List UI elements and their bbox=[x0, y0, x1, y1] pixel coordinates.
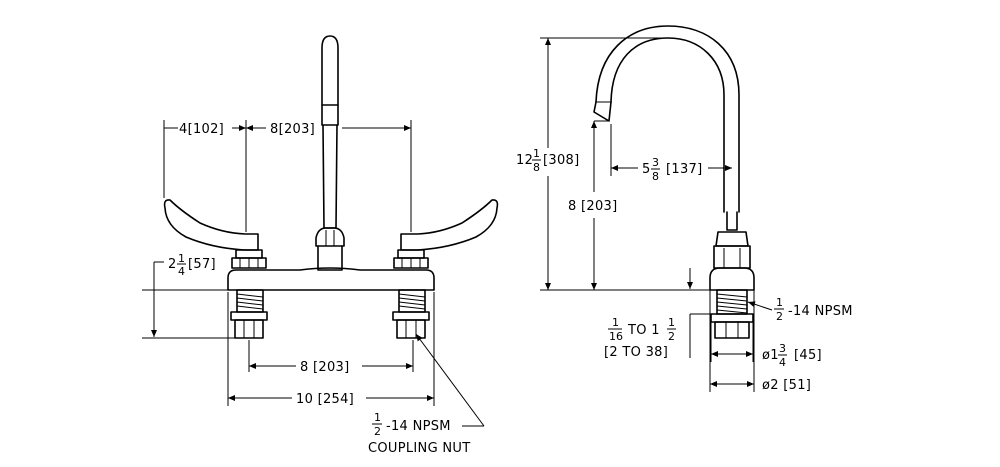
spout-reach-whole: 5 bbox=[642, 162, 651, 177]
dim-shank-range: 1 16 TO 1 1 2 [2 TO 38] bbox=[604, 268, 716, 360]
deck-height-den: 4 bbox=[178, 265, 185, 278]
coupling-thread-num: 1 bbox=[374, 411, 381, 424]
spout-offset-label: 8[203] bbox=[270, 122, 315, 137]
spout-reach-mm: [137] bbox=[666, 162, 702, 177]
coupling-nut-callout: 1 2 -14 NPSM COUPLING NUT bbox=[368, 333, 485, 456]
shank-range-to: TO 1 bbox=[627, 323, 660, 338]
dim-total-height: 12 1 8 [308] bbox=[516, 37, 710, 291]
handle-spread-label: 4[102] bbox=[179, 122, 224, 137]
side-view: 12 1 8 [308] 8 [203] 5 3 8 [137] bbox=[516, 25, 853, 393]
shank-range-num1: 1 bbox=[612, 316, 619, 329]
spout-reach-den: 8 bbox=[652, 170, 659, 183]
left-shank bbox=[230, 289, 268, 339]
total-height-den: 8 bbox=[533, 161, 540, 174]
spout-riser bbox=[315, 35, 345, 271]
coupling-thread-spec: -14 NPSM bbox=[386, 419, 451, 434]
center-spacing-label: 8 [203] bbox=[300, 360, 349, 375]
deck-height-whole: 2 bbox=[168, 257, 177, 272]
base-dia-num: 3 bbox=[779, 342, 786, 355]
side-body bbox=[709, 231, 755, 339]
dim-flange-diameter: ø2 [51] bbox=[709, 290, 811, 393]
side-thread-den: 2 bbox=[776, 310, 783, 323]
side-thread-callout: 1 2 -14 NPSM bbox=[747, 296, 853, 323]
front-view: 4[102] 8[203] 2 1 4 [57] 8 [203] bbox=[142, 35, 499, 456]
total-height-whole: 12 bbox=[516, 153, 533, 168]
deck-height-num: 1 bbox=[178, 252, 185, 265]
dim-center-spacing: 8 [203] bbox=[248, 340, 414, 375]
total-height-mm: [308] bbox=[543, 153, 579, 168]
side-thread-spec: -14 NPSM bbox=[788, 304, 853, 319]
shank-range-num2: 1 bbox=[668, 316, 675, 329]
deck-height-mm: [57] bbox=[188, 257, 216, 272]
dim-deck-height: 2 1 4 [57] bbox=[142, 252, 235, 339]
right-handle bbox=[393, 199, 499, 269]
dim-spout-reach: 5 3 8 [137] bbox=[610, 124, 732, 183]
total-height-num: 1 bbox=[533, 147, 540, 160]
dim-base-diameter: ø1 3 4 [45] bbox=[710, 322, 822, 369]
base-dia-den: 4 bbox=[779, 356, 786, 369]
deck-body bbox=[227, 267, 435, 291]
right-shank bbox=[392, 289, 430, 339]
shank-range-den2: 2 bbox=[668, 330, 675, 343]
flange-dia-label: ø2 [51] bbox=[762, 378, 811, 393]
base-dia-prefix: ø1 bbox=[762, 348, 779, 363]
spout-height-label: 8 [203] bbox=[568, 199, 617, 214]
dim-spout-offset: 8[203] bbox=[246, 120, 412, 232]
coupling-thread-den: 2 bbox=[374, 425, 381, 438]
shank-range-den1: 16 bbox=[609, 330, 623, 343]
shank-range-mm: [2 TO 38] bbox=[604, 345, 668, 360]
dim-spout-height: 8 [203] bbox=[568, 120, 617, 290]
left-handle bbox=[163, 199, 267, 269]
spout-reach-num: 3 bbox=[652, 156, 659, 169]
side-thread-num: 1 bbox=[776, 296, 783, 309]
overall-width-label: 10 [254] bbox=[296, 392, 354, 407]
dim-handle-spread: 4[102] bbox=[163, 120, 247, 232]
coupling-nut-label: COUPLING NUT bbox=[368, 441, 470, 456]
base-dia-mm: [45] bbox=[794, 348, 822, 363]
dim-overall-width: 10 [254] bbox=[227, 292, 435, 407]
